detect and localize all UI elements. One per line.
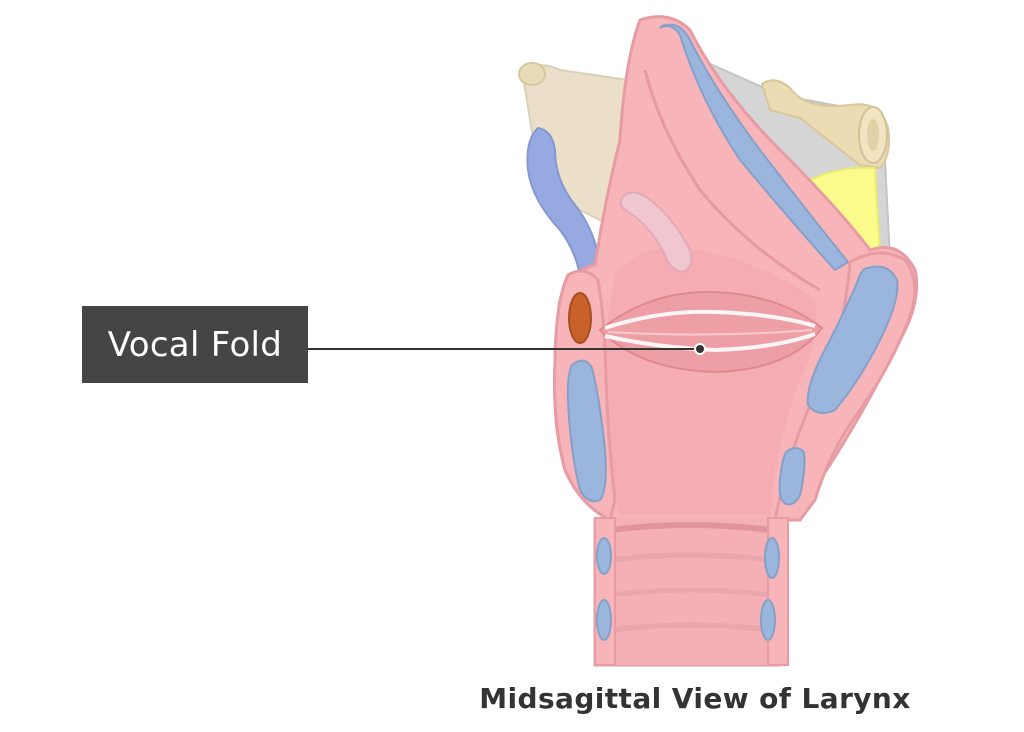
- epiglottis-inner-fold: [643, 69, 821, 292]
- vocal-fold: [598, 290, 824, 374]
- vocal-fold-label: Vocal Fold: [82, 306, 308, 383]
- figure-caption: Midsagittal View of Larynx: [479, 682, 911, 715]
- trachea: [594, 517, 789, 666]
- vocal-fold-label-text: Vocal Fold: [107, 324, 283, 365]
- aryepiglottic-fold: [619, 191, 693, 274]
- pointer-dot: [694, 343, 706, 355]
- epiglottis-cartilage: [659, 23, 850, 272]
- arytenoid-orange: [568, 292, 592, 344]
- thyroid-cartilage-left: [566, 359, 607, 503]
- thyroid-cartilage-right: [806, 265, 899, 415]
- hyoid-bone-right: [760, 79, 890, 170]
- cricoid-cartilage-right: [778, 447, 806, 506]
